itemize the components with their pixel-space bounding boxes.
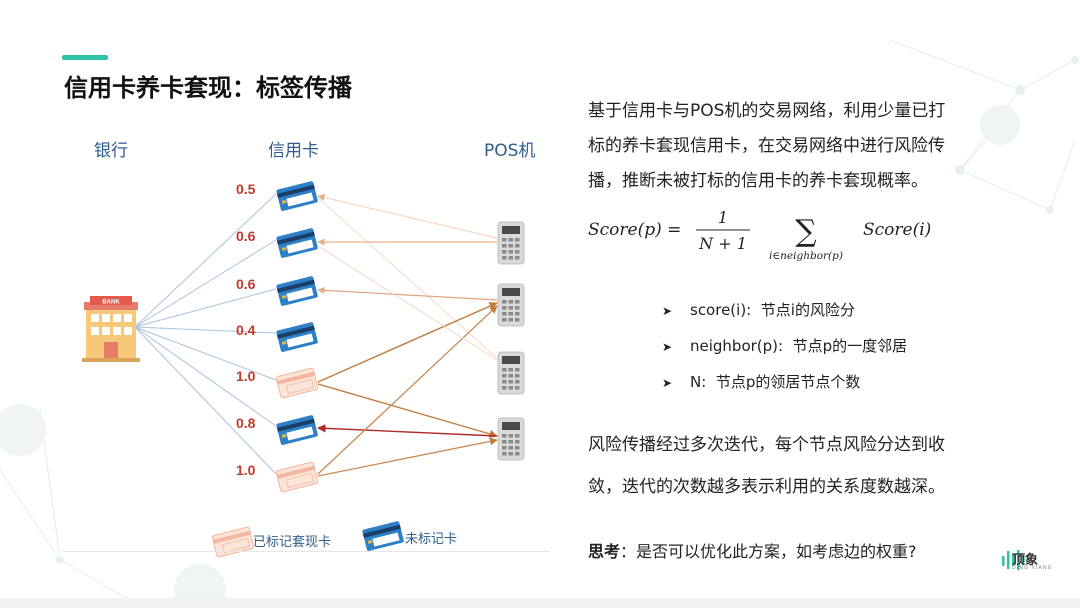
credit-card-icon [275,461,319,493]
pos-machine-icon [497,351,525,395]
think-question: 思考：是否可以优化此方案，如考虑边的权重? [588,538,917,562]
edge-bank-card-2 [134,239,277,328]
bullet-desc: 节点p的领居节点个数 [715,373,861,391]
score-formula: Score(p) = 1 N + 1 ∑ i∈neighbor(p) Score… [588,208,931,262]
edge-card5-pos2 [317,302,498,383]
formula-subscript: i∈neighbor(p) [769,250,843,262]
score-labels: 0.5 0.6 0.6 0.4 1.0 0.8 1.0 [236,181,256,478]
convergence-line-1: 风险传播经过多次迭代，每个节点风险分达到收 [588,435,945,455]
formula-denominator: N + 1 [698,234,747,253]
bullet-term: score(i): [690,301,752,319]
bullet-term: neighbor(p): [690,337,784,355]
bank-card-edges [134,193,277,475]
card-score-label: 1.0 [236,462,256,478]
edge-bank-card-5 [134,326,277,381]
legend-unlabeled-label: 未标记卡 [405,532,457,547]
card-pos-edges [317,193,498,477]
pos-machine-icon [497,283,525,327]
column-label-card: 信用卡 [268,141,319,161]
pos-column [497,221,525,461]
description: 基于信用卡与POS机的交易网络，利用少量已打 标的养卡套现信用卡，在交易网络中进… [588,94,968,199]
bullet-item: ➤ N: 节点p的领居节点个数 [662,371,860,392]
edge-bank-card-4 [134,326,277,334]
bullet-desc: 节点p的一度邻居 [792,337,908,355]
card-score-label: 0.5 [236,181,256,197]
bank-sign: BANK [102,300,120,306]
title-accent-bar [62,55,108,60]
edge-card5-pos4 [317,383,498,438]
pos-machine-icon [497,417,525,461]
edge-card7-pos2 [317,305,498,475]
bottom-strip [0,598,1080,608]
logo-subtext: DING XIANG [1012,565,1053,571]
formula-rhs: Score(i) [863,220,931,240]
card-score-label: 0.8 [236,415,256,431]
convergence-line-2: 敛，迭代的次数越多表示利用的关系度数越深。 [588,477,945,497]
edge-bank-card-7 [134,326,277,475]
edge-bank-card-3 [134,288,277,328]
legend-unlabeled-card-icon [362,521,404,551]
arrow-bullet-icon: ➤ [662,304,673,318]
legend-labeled-card [211,526,255,558]
card-score-label: 0.4 [236,322,256,338]
formula-numerator: 1 [718,208,728,227]
column-label-bank: 银行 [94,141,128,161]
legend-unlabeled-card [362,521,404,551]
edge-card2-pos3 [317,245,498,361]
legend-labeled-card-icon [211,526,255,558]
credit-card-icon [276,228,318,258]
think-label: 思考 [588,542,621,561]
edge-bank-card-6 [134,326,277,427]
legend-labeled-label: 已标记套现卡 [253,534,331,550]
bullet-desc: 节点i的风险分 [760,301,855,319]
page-title: 信用卡养卡套现：标签传播 [64,74,352,102]
credit-card-icon [276,415,318,445]
credit-card-icon [276,181,318,211]
think-text: ：是否可以优化此方案，如考虑边的权重? [620,542,917,561]
bullet-term: N: [690,373,707,391]
credit-card-icon [275,367,319,399]
edge-card3-pos2 [317,286,498,301]
edge-bank-card-1 [134,193,277,328]
edge-card6-pos4 [317,424,498,437]
convergence-note: 风险传播经过多次迭代，每个节点风险分达到收 敛，迭代的次数越多表示利用的关系度数… [588,424,968,508]
description-line-2: 标的养卡套现信用卡，在交易网络中进行风险传 [588,136,945,156]
card-score-label: 0.6 [236,228,256,244]
dingxiang-logo-icon [1002,550,1025,570]
legend: 已标记套现卡 未标记卡 [211,521,457,558]
formula-lhs: Score(p) = [588,220,681,240]
credit-card-icon [276,276,318,306]
formula-sigma: ∑ [795,214,817,249]
description-line-1: 基于信用卡与POS机的交易网络，利用少量已打 [588,101,946,121]
arrow-bullet-icon: ➤ [662,340,673,354]
description-line-3: 播，推断未被打标的信用卡的养卡套现概率。 [588,171,928,191]
bullet-item: ➤ neighbor(p): 节点p的一度邻居 [662,335,907,356]
bank-icon: BANK [82,296,140,362]
bullet-item: ➤ score(i): 节点i的风险分 [662,299,855,320]
credit-card-icon [276,322,318,352]
edge-card1-pos1 [317,193,498,239]
edge-card7-pos4 [317,437,498,477]
column-label-pos: POS机 [484,141,536,161]
edge-card1-pos3 [317,197,498,359]
propagation-diagram: BANK 0.5 0.6 0.6 0.4 1.0 0.8 1.0 已标记套现卡 未标记卡 [82,181,525,558]
arrow-bullet-icon: ➤ [662,376,673,390]
pos-machine-icon [497,221,525,265]
credit-card-column [275,181,319,493]
logo-text: 顶象 [1012,553,1039,568]
card-score-label: 0.6 [236,276,256,292]
legend-divider [62,551,550,552]
card-score-label: 1.0 [236,368,256,384]
